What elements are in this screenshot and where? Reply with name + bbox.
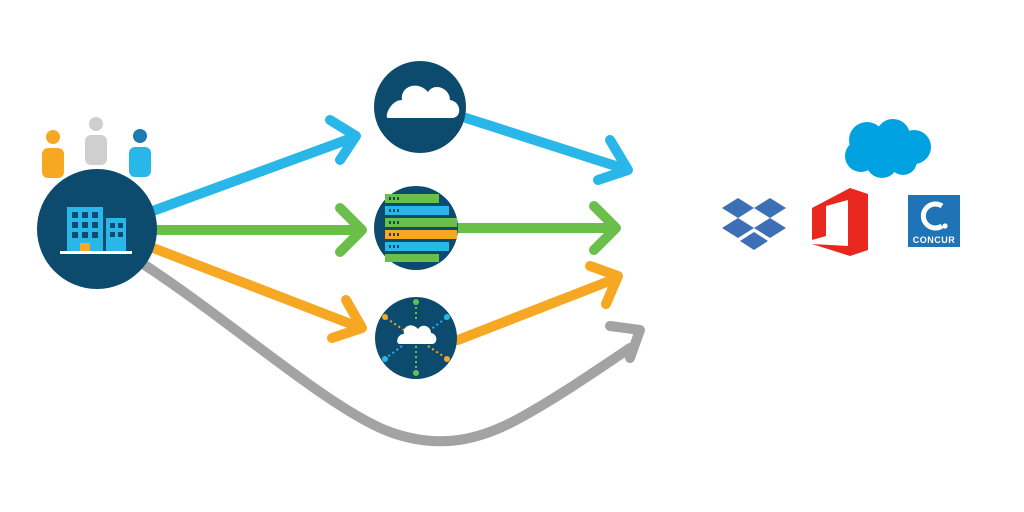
office-icon — [812, 188, 868, 256]
server-rack-icon — [374, 186, 458, 270]
mesh-path — [143, 241, 623, 345]
building-icon — [37, 169, 157, 289]
cloud-icon — [374, 61, 466, 153]
concur-label: CONCUR — [913, 235, 956, 245]
cloud-path — [145, 113, 633, 217]
dropbox-icon — [722, 198, 786, 250]
datacenter-path — [145, 201, 621, 257]
people-icon — [42, 117, 151, 178]
concur-icon: CONCUR — [908, 195, 960, 247]
cloud-mesh-icon — [375, 297, 457, 379]
salesforce-cloud-icon — [845, 119, 931, 178]
direct-internet-path — [135, 257, 645, 447]
